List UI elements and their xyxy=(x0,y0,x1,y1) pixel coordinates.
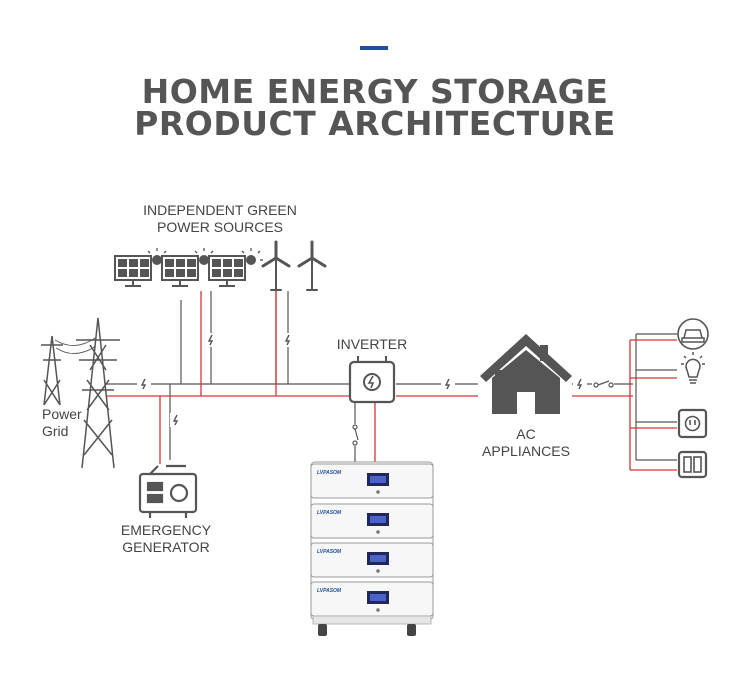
generator-label-line1: EMERGENCY xyxy=(120,522,212,538)
solar-panel-icon xyxy=(114,247,170,287)
switch-marker xyxy=(349,424,361,446)
bolt-marker xyxy=(136,377,152,391)
inverter-label: INVERTER xyxy=(336,336,408,352)
wind-turbine-icon xyxy=(261,240,291,292)
green-sources-label-line2: POWER SOURCES xyxy=(156,219,283,235)
ac-appliances-label-line1: AC xyxy=(516,426,536,442)
bolt-marker xyxy=(440,377,456,391)
power-grid-label-line2: Grid xyxy=(42,423,69,439)
bolt-marker xyxy=(281,332,295,348)
switch-marker xyxy=(592,379,614,389)
power-tower-icon xyxy=(41,317,120,469)
bolt-marker xyxy=(169,412,183,428)
solar-panel-icon xyxy=(208,247,264,287)
battery-brand-label: LVPASOM xyxy=(317,470,342,476)
title-accent-bar xyxy=(360,46,388,50)
battery-brand-label: LVPASOM xyxy=(317,588,342,594)
generator-label-line2: GENERATOR xyxy=(122,539,210,555)
ac-appliances-label-line2: APPLIANCES xyxy=(482,443,570,459)
green-sources-label-line1: INDEPENDENT GREEN xyxy=(143,202,297,218)
ac-appliances-label: AC APPLIANCES xyxy=(470,426,582,460)
generator-label: EMERGENCY GENERATOR xyxy=(96,522,236,556)
generator-icon xyxy=(138,464,198,518)
page-title-line1: HOME ENERGY STORAGE xyxy=(141,72,609,111)
page-title-line2: PRODUCT ARCHITECTURE xyxy=(134,104,616,143)
battery-stack-icon xyxy=(310,461,434,636)
light-bulb-icon xyxy=(681,352,705,384)
green-sources-label: INDEPENDENT GREEN POWER SOURCES xyxy=(120,202,320,236)
battery-brand-label: LVPASOM xyxy=(317,510,342,516)
outlet-icon xyxy=(677,408,708,439)
power-grid-label: Power Grid xyxy=(42,406,82,440)
car-icon xyxy=(677,318,709,350)
battery-brand-label: LVPASOM xyxy=(317,549,342,555)
ac-wiring xyxy=(106,291,677,471)
inverter-icon xyxy=(348,356,396,404)
bolt-marker xyxy=(572,377,588,391)
switch-icon xyxy=(677,450,708,479)
house-icon xyxy=(480,334,572,414)
solar-panel-icon xyxy=(161,247,217,287)
bolt-marker xyxy=(204,332,218,348)
power-grid-label-line1: Power xyxy=(42,406,82,422)
wind-turbine-icon xyxy=(297,240,327,292)
